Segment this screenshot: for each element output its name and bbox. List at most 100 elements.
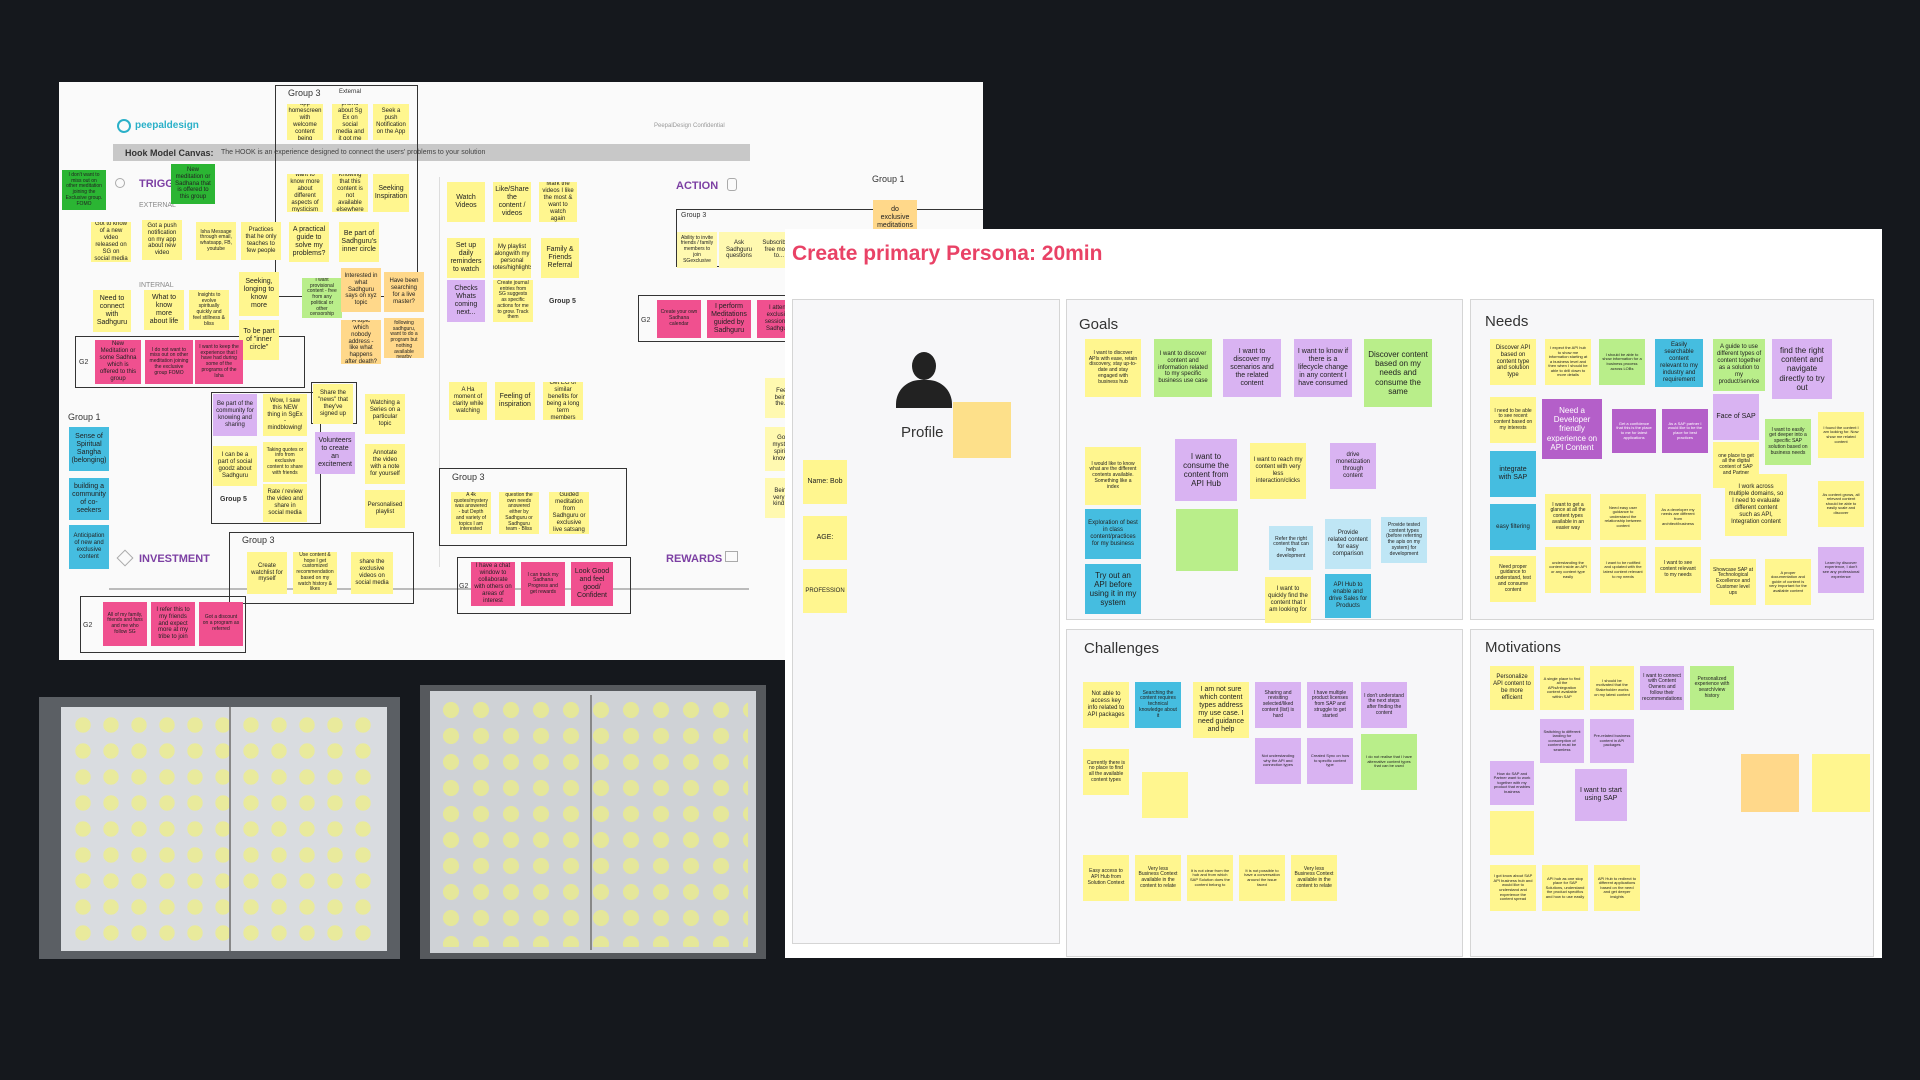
sticky-note[interactable]: Use content & hope I get customized reco… [293,552,337,594]
challenge-sticky[interactable]: Currently there is no place to find all … [1083,749,1129,795]
challenge-sticky[interactable]: I have multiple product licenses from SA… [1307,682,1353,728]
profile-age-sticky[interactable]: AGE: [803,516,847,560]
sticky-note[interactable]: Annotate the video with a note for yours… [365,444,405,484]
sticky-note[interactable]: A 4k quotes/mystery was answered - but D… [451,492,491,534]
sticky-note[interactable]: Taking quotes or info from exclusive con… [263,442,307,482]
sticky-note[interactable]: Got a discount on a program as referred [199,602,243,646]
need-sticky[interactable]: As a SAP partner I would like to be the … [1662,409,1708,453]
sticky-note[interactable]: Anticipation of new and exclusive conten… [69,525,109,569]
goal-sticky[interactable]: drive monetization through content [1330,443,1376,489]
goal-sticky[interactable]: I want to discover my scenarios and the … [1223,339,1281,397]
sticky-note[interactable]: share the exclusive videos on social med… [351,552,393,594]
need-sticky[interactable]: As a developer my needs are different fr… [1655,494,1701,540]
sticky-note[interactable]: I refer this to my friends and expect mo… [151,602,195,646]
sticky-note[interactable]: Seeking, longing to know more [239,272,279,316]
sticky-note[interactable]: Sadhguru app homescreen with welcome con… [287,104,323,140]
goal-sticky[interactable]: I want to quickly find the content that … [1265,577,1311,623]
goal-sticky[interactable]: I want to consume the content from API H… [1175,439,1237,501]
sticky-note[interactable]: New Meditation or some Sadhna which is o… [95,340,141,384]
need-sticky[interactable]: understanding the content inside an API … [1545,547,1591,593]
sticky-note[interactable]: Insights to evolve spiritually quickly a… [189,290,229,330]
goal-sticky[interactable]: Try out an API before using it in my sys… [1085,564,1141,614]
motivation-sticky[interactable]: Personalize API content to be more effic… [1490,666,1534,710]
goal-sticky[interactable]: I want to discover APIs with ease, retai… [1085,339,1141,397]
challenge-sticky[interactable]: It is not possible to have a conversatio… [1239,855,1285,901]
sticky-note[interactable]: Seeking Inspiration [373,174,409,212]
motivation-sticky[interactable]: I want to start using SAP [1575,769,1627,821]
sticky-note[interactable]: Practices that he only teaches to few pe… [241,222,281,260]
sticky-note[interactable]: I do not want to miss out on other medit… [145,340,193,384]
sticky-note[interactable]: Ask Sadhguru questions [719,232,759,268]
motivation-sticky[interactable]: Personalized experience with search/view… [1690,666,1734,710]
sticky-note[interactable]: Guided meditation from Sadhguru or exclu… [549,492,589,534]
sticky-note[interactable]: I can track my Sadhana Progress and get … [521,562,565,606]
sticky-note[interactable]: Interested in what Sadhguru says on xyz … [341,268,381,312]
goal-sticky[interactable]: I want to reach my content with very les… [1250,443,1306,499]
sticky-note[interactable]: building a community of co-seekers [69,478,109,520]
sticky-note[interactable]: I want to keep the experience that I hav… [195,340,243,384]
profile-profession-sticky[interactable]: PROFESSION [803,569,847,613]
sticky-note[interactable]: I don't want to miss out on other medita… [62,170,106,210]
need-sticky[interactable]: I expect the API hub to show me informat… [1545,339,1591,385]
sticky-note[interactable]: Have been following sadhguru, want to do… [384,318,424,358]
challenge-sticky[interactable]: Not understanding why the API and connec… [1255,738,1301,784]
need-sticky[interactable]: A guide to use different types of conten… [1713,339,1765,391]
sticky-note[interactable]: Create your own Sadhana calendar [657,300,701,338]
sticky-note[interactable]: Checks Whats coming next... [447,280,485,322]
sticky-note[interactable]: Mark the videos I like the most & want t… [539,182,577,222]
challenge-sticky[interactable]: Created Sync on how to specific content … [1307,738,1353,784]
sticky-note[interactable]: Seek a push Notification on the App [373,104,409,140]
goal-sticky[interactable]: Provide tested content types (before ref… [1381,517,1427,563]
challenge-sticky[interactable]: I am not sure which content types addres… [1193,682,1249,738]
need-sticky[interactable]: I work across multiple domains, so I nee… [1725,474,1787,536]
need-sticky[interactable]: I found the content I am looking for. No… [1818,412,1864,458]
motivation-sticky[interactable]: Switching to different landing for consu… [1540,719,1584,763]
motivation-sticky[interactable]: Pre-related business content in API pack… [1590,719,1634,763]
profile-name-sticky[interactable]: Name: Bob [803,460,847,504]
sticky-note[interactable]: question the own needs answered either b… [499,492,539,534]
goal-sticky[interactable]: I want to know if there is a lifecycle c… [1294,339,1352,397]
need-sticky[interactable]: Need easy user guidance to understand th… [1600,494,1646,540]
motivation-sticky[interactable]: I want to connect with Content Owners an… [1640,666,1684,710]
sticky-note[interactable]: Watching a Series on a particular topic [365,394,405,434]
sticky-note[interactable]: Set up daily reminders to watch [447,238,485,278]
motivation-sticky[interactable]: I should be motivated that the Stakehold… [1590,666,1634,710]
need-sticky[interactable]: Face of SAP [1713,394,1759,440]
motivation-sticky[interactable]: API hub as one stop place for SAP Soluti… [1542,865,1588,911]
sticky-note[interactable]: A topic which nobody address - like what… [341,320,381,364]
sticky-note[interactable]: Create journal entries from SG suggests … [493,280,533,322]
sticky-note[interactable]: Rate / review the video and share in soc… [263,484,307,522]
motivation-sticky[interactable]: How do SAP and Partner want to work toge… [1490,761,1534,805]
goal-sticky[interactable]: Refer the right content that can help de… [1269,526,1313,570]
need-sticky[interactable]: Get a confidence that this is the place … [1612,409,1656,453]
motivation-sticky[interactable]: API Hub to redirect to different applica… [1594,865,1640,911]
sticky-note[interactable]: What to know more about life [144,290,184,330]
sticky-note[interactable]: My playlist alongwith my personal notes/… [493,238,531,278]
need-sticky[interactable]: Learn by discover experience, I don't se… [1818,547,1864,593]
sticky-note[interactable]: want to know more about different aspect… [287,174,323,212]
need-sticky[interactable]: A proper documentation and guide of cont… [1765,559,1811,605]
motivation-sticky[interactable]: I got know about SAP API business hub an… [1490,865,1536,911]
need-sticky[interactable]: I want to see content relevant to my nee… [1655,547,1701,593]
sticky-note[interactable]: Isha Message through email, whatsapp, FB… [196,222,236,260]
sticky-note[interactable]: I can be a part of social goodz about Sa… [213,446,257,486]
challenge-sticky[interactable]: Not able to access key info related to A… [1083,682,1129,728]
sticky-note[interactable]: Got a push notification on my app about … [142,220,182,260]
need-sticky[interactable]: As content grows, all relevant content s… [1818,481,1864,527]
sticky-note[interactable]: A practical guide to solve my problems? [289,222,329,262]
sticky-note[interactable]: Like/Share the content / videos [493,182,531,222]
goal-sticky[interactable]: Provide related content for easy compari… [1325,519,1371,569]
need-sticky[interactable]: I want to be notified and updated with t… [1600,547,1646,593]
sticky-note[interactable]: Need to connect with Sadhguru [93,290,131,332]
challenge-sticky[interactable]: Very less Business Context available in … [1135,855,1181,901]
sticky-note[interactable]: I perform Meditations guided by Sadhguru [707,300,751,338]
need-sticky[interactable]: Discover API based on content type and s… [1490,339,1536,385]
sticky-note[interactable]: All of my family, friends and fans and m… [103,602,147,646]
sticky-note[interactable]: Look Good and feel good/ Confident [571,562,613,606]
goal-sticky[interactable]: Exploration of best in class content/pra… [1085,509,1141,559]
sticky-note[interactable]: Have been searching for a live master? [384,272,424,312]
need-sticky[interactable]: integrate with SAP [1490,451,1536,497]
challenge-sticky[interactable]: I don't understand the next steps after … [1361,682,1407,728]
sticky-note[interactable]: Volunteers to create an excitement [315,432,355,474]
sticky-note[interactable]: Feeling of inspiration [495,382,535,420]
